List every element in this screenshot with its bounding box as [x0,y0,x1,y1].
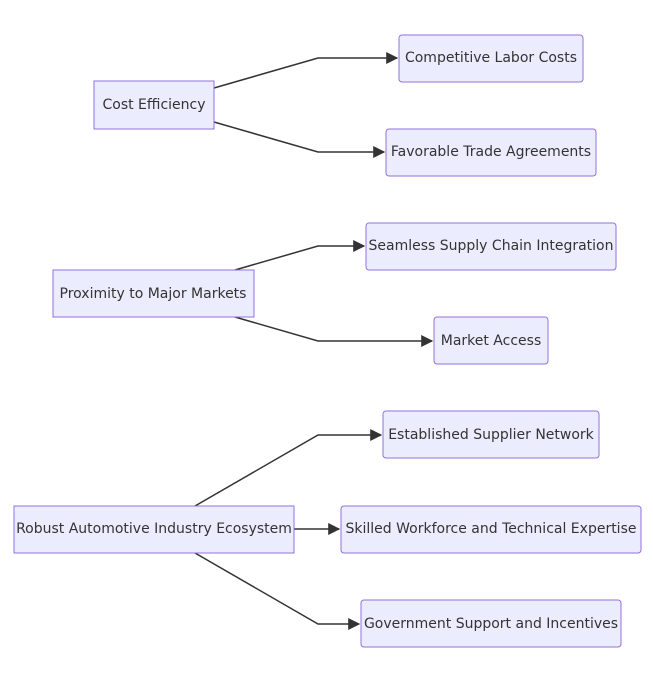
node-market-access: Market Access [433,316,549,365]
edge-cost-efficiency-to-favorable-trade-agreements [213,121,386,158]
node-established-supplier-network: Established Supplier Network [382,410,600,459]
edge-ecosystem-to-established-supplier-network [194,429,383,507]
node-robust-automotive-industry-ecosystem-label: Robust Automotive Industry Ecosystem [16,521,292,537]
node-proximity-to-major-markets-label: Proximity to Major Markets [60,286,247,302]
node-proximity-to-major-markets: Proximity to Major Markets [52,269,255,318]
edge-ecosystem-to-government-support [194,552,361,630]
node-competitive-labor-costs: Competitive Labor Costs [398,34,584,83]
node-robust-automotive-industry-ecosystem: Robust Automotive Industry Ecosystem [13,505,295,554]
node-market-access-label: Market Access [441,333,542,349]
node-skilled-workforce-and-technical-expertise: Skilled Workforce and Technical Expertis… [340,505,642,554]
node-established-supplier-network-label: Established Supplier Network [388,427,594,443]
node-competitive-labor-costs-label: Competitive Labor Costs [405,50,577,66]
node-favorable-trade-agreements: Favorable Trade Agreements [385,128,597,177]
node-government-support-label: Government Support and Incentives [364,616,618,632]
node-cost-efficiency-label: Cost Efficiency [102,97,205,113]
node-seamless-supply-chain-integration-label: Seamless Supply Chain Integration [369,238,614,254]
edge-cost-efficiency-to-competitive-labor-costs [213,52,399,89]
node-seamless-supply-chain-integration: Seamless Supply Chain Integration [365,222,617,271]
node-government-support-and-incentives: Government Support and Incentives [360,599,622,648]
node-skilled-workforce-label: Skilled Workforce and Technical Expertis… [346,521,637,537]
edge-proximity-to-market-access [234,316,434,347]
edge-proximity-to-seamless-supply-chain [234,240,366,271]
node-favorable-trade-agreements-label: Favorable Trade Agreements [391,144,591,160]
node-cost-efficiency: Cost Efficiency [93,80,215,130]
